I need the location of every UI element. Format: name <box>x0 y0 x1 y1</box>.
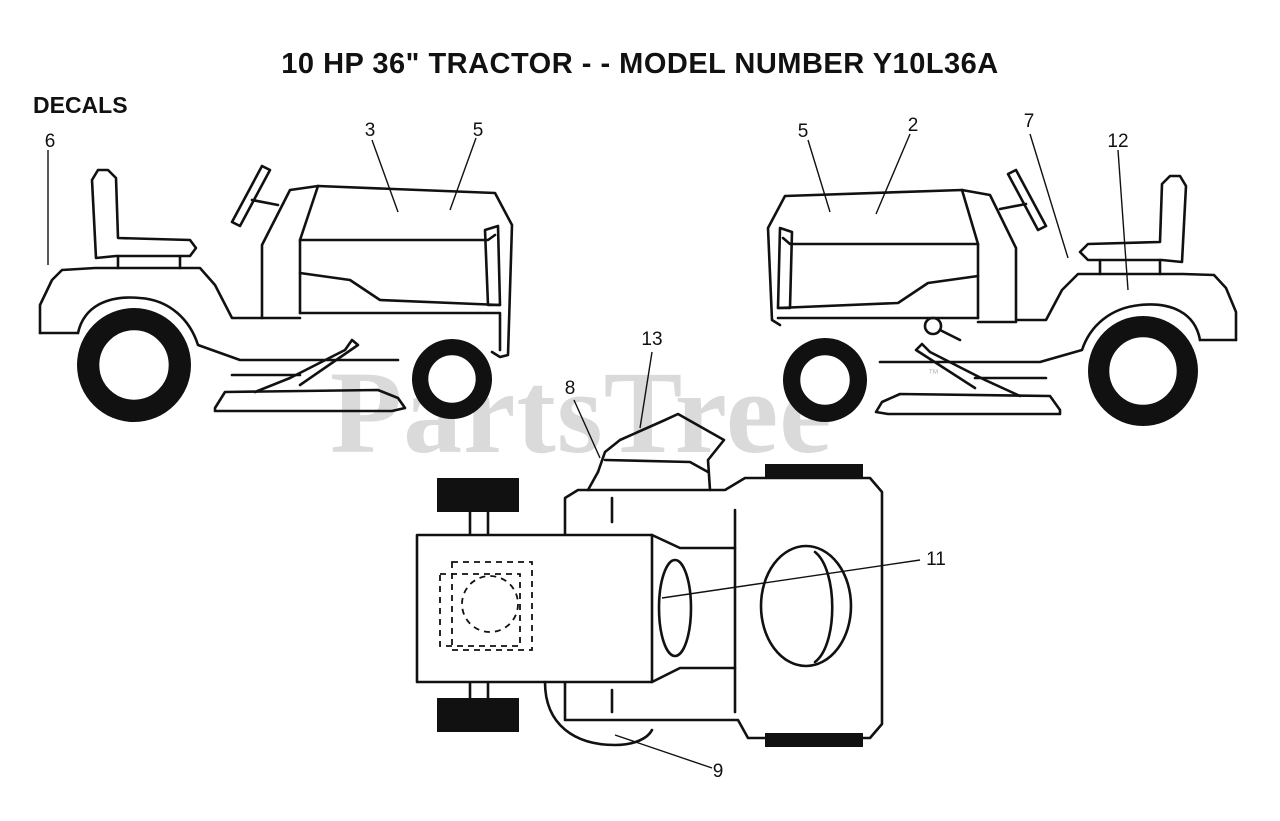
callout-6: 6 <box>45 131 56 152</box>
callout-5-right: 5 <box>798 121 809 142</box>
callout-13: 13 <box>641 329 662 350</box>
section-label: DECALS <box>33 92 128 118</box>
callout-7: 7 <box>1024 111 1035 132</box>
callout-11: 11 <box>926 549 946 570</box>
watermark-trademark: ™ <box>928 368 939 380</box>
tractor-left-side-view <box>38 137 514 422</box>
callout-3: 3 <box>365 120 376 141</box>
callout-9: 9 <box>713 761 724 782</box>
callout-labels: 3 5 6 5 2 7 12 13 8 11 9 <box>45 111 1129 782</box>
callout-8: 8 <box>565 378 576 399</box>
callout-5-left: 5 <box>473 120 484 141</box>
callout-12: 12 <box>1107 131 1128 152</box>
callout-2: 2 <box>908 115 919 136</box>
tractor-right-side-view <box>766 133 1238 426</box>
diagram-title: 10 HP 36" TRACTOR - - MODEL NUMBER Y10L3… <box>281 48 999 80</box>
tractor-top-view <box>415 351 921 769</box>
